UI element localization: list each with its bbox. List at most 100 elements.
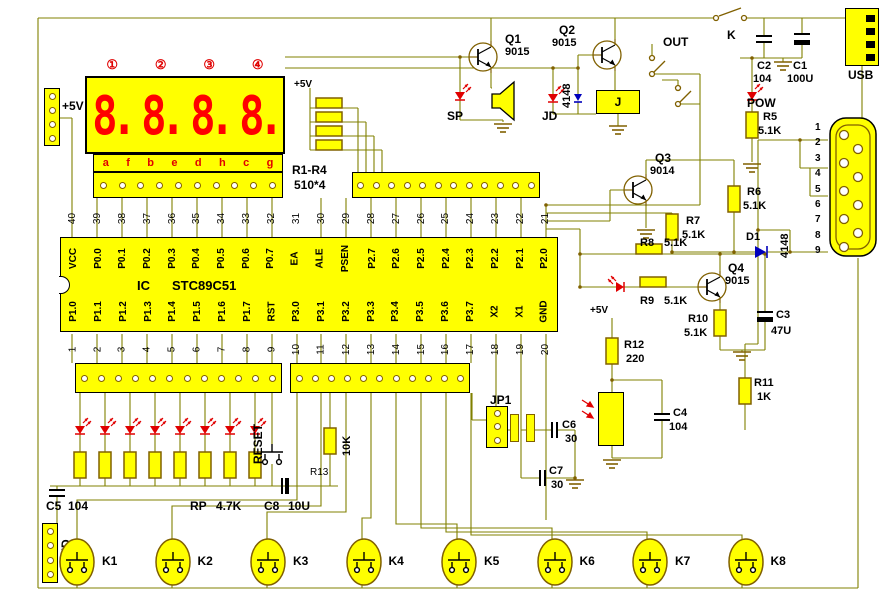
key-button-row: K1 K2 K3 K4 K5 K6 bbox=[58, 536, 822, 592]
pin-header-p3 bbox=[290, 363, 470, 393]
led-icon bbox=[174, 417, 192, 435]
pin-name: VCC bbox=[67, 247, 79, 269]
usb-pin bbox=[866, 28, 875, 35]
pin bbox=[99, 181, 107, 189]
q1-ref-label: Q1 bbox=[505, 32, 522, 46]
led-icon bbox=[74, 417, 92, 435]
pin-name: P3.1 bbox=[315, 300, 327, 322]
pin-number: 27 bbox=[390, 212, 402, 225]
resistor-r10-icon bbox=[713, 309, 727, 337]
out-label: OUT bbox=[663, 35, 689, 49]
segment-label: f bbox=[126, 157, 130, 169]
ic-name: IC bbox=[137, 278, 150, 293]
key-button: K4 bbox=[345, 536, 441, 592]
pin-number-cell: 2 bbox=[85, 334, 110, 364]
pin-name-cell: P2.0 bbox=[532, 239, 557, 277]
diode-4148-icon bbox=[574, 94, 582, 103]
resistor-icon bbox=[123, 451, 137, 479]
r8-ref-label: R8 bbox=[640, 237, 655, 249]
pin-name: P2.5 bbox=[415, 247, 427, 269]
ground-icon bbox=[773, 61, 793, 71]
pin-number: 16 bbox=[440, 343, 452, 355]
pin bbox=[217, 374, 225, 382]
pin bbox=[268, 374, 276, 382]
pin-number-cell: 38 bbox=[110, 202, 135, 235]
display-digit: 8. bbox=[92, 83, 137, 147]
pin-name-cell: P1.3 bbox=[135, 292, 160, 330]
pin-number-cell: 15 bbox=[409, 334, 434, 364]
resistor-r13-icon bbox=[323, 427, 337, 455]
pin-number: 1 bbox=[66, 346, 78, 352]
power-switch-icon bbox=[712, 7, 748, 22]
r7-ref-label: R7 bbox=[686, 215, 701, 227]
pin-name: P0.0 bbox=[92, 247, 104, 269]
db9-connector bbox=[829, 117, 877, 257]
pin-number: 40 bbox=[66, 212, 78, 225]
pin bbox=[372, 181, 380, 189]
pin bbox=[392, 374, 400, 382]
pin-name: X2 bbox=[489, 304, 501, 318]
pin-number: 11 bbox=[316, 343, 328, 355]
pin-header-display bbox=[93, 172, 283, 198]
pin-number-cell: 26 bbox=[409, 202, 434, 235]
pin-name-cell: P3.4 bbox=[383, 292, 408, 330]
key-button-label: K1 bbox=[102, 554, 118, 568]
segment-label: g bbox=[266, 157, 274, 169]
pin bbox=[46, 571, 54, 579]
led-icon bbox=[199, 417, 217, 435]
pin bbox=[408, 374, 416, 382]
pin-name: PSEN bbox=[340, 244, 352, 272]
pow-label: POW bbox=[747, 96, 776, 110]
pin bbox=[193, 181, 201, 189]
pin bbox=[98, 374, 106, 382]
r6-val-label: 5.1K bbox=[743, 200, 767, 212]
pin-number-cell: 21 bbox=[533, 202, 558, 235]
pin bbox=[311, 374, 319, 382]
pin-number: 21 bbox=[540, 212, 552, 225]
usb-pin bbox=[866, 15, 875, 22]
pin-name-cell: ALE bbox=[308, 239, 333, 277]
pin bbox=[250, 181, 258, 189]
pin-name-cell: P3.2 bbox=[334, 292, 359, 330]
c6-val-label: 30 bbox=[565, 433, 578, 445]
pin-number: 26 bbox=[415, 212, 427, 225]
pin-name: P2.2 bbox=[489, 247, 501, 269]
pin bbox=[183, 374, 191, 382]
capacitor-c5-icon bbox=[49, 489, 65, 497]
key-button: K5 bbox=[440, 536, 536, 592]
key-button-icon bbox=[441, 538, 477, 586]
pin-name: P1.4 bbox=[167, 300, 179, 322]
resistor-r12-icon bbox=[605, 337, 619, 365]
pin bbox=[251, 374, 259, 382]
key-button: K7 bbox=[631, 536, 727, 592]
segment-label: h bbox=[218, 157, 226, 169]
usb-pin bbox=[866, 41, 875, 48]
pin-header-p1 bbox=[75, 363, 282, 393]
jd-diode-label: 4148 bbox=[561, 83, 573, 108]
db9-pin-number: 6 bbox=[815, 198, 821, 210]
pin-name-cell: X1 bbox=[507, 292, 532, 330]
pin-number: 31 bbox=[291, 212, 303, 225]
pin-name-cell: P2.3 bbox=[458, 239, 483, 277]
display-digit: 8. bbox=[190, 83, 235, 147]
pin bbox=[48, 120, 56, 128]
pin-name-cell: P0.5 bbox=[209, 239, 234, 277]
pin-number-cell: 37 bbox=[135, 202, 160, 235]
pin-number-cell: 27 bbox=[384, 202, 409, 235]
c1-val-label: 100U bbox=[787, 73, 814, 85]
transistor-q4-icon bbox=[697, 270, 727, 304]
pin-number: 35 bbox=[191, 212, 203, 225]
c2-ref-label: C2 bbox=[757, 60, 772, 72]
pin bbox=[434, 181, 442, 189]
junction-dots bbox=[458, 55, 802, 480]
segment-label: b bbox=[147, 157, 154, 169]
pin bbox=[46, 527, 54, 535]
pin-name-cell: P0.3 bbox=[160, 239, 185, 277]
pin-number-cell: 23 bbox=[483, 202, 508, 235]
pin-name-cell: X2 bbox=[483, 292, 508, 330]
c3-ref-label: C3 bbox=[776, 309, 791, 321]
pin-name-cell: RST bbox=[259, 292, 284, 330]
